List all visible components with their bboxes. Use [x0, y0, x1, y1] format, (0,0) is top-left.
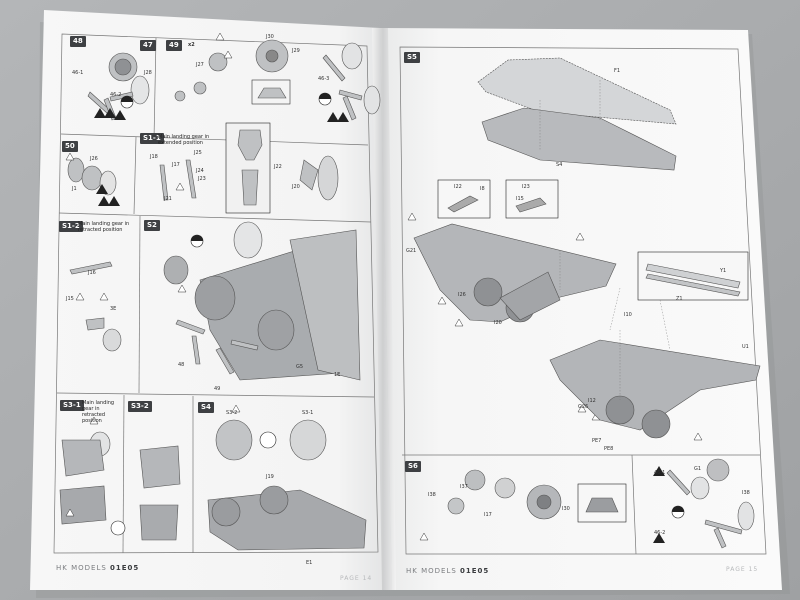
callout: J26: [90, 156, 98, 162]
step-50-tag: 50: [62, 141, 78, 152]
brand-name-left: HK MODELS: [56, 564, 107, 572]
callout: 46-1: [654, 470, 666, 476]
callout: J23: [198, 176, 206, 182]
callout: I15: [516, 196, 524, 202]
multiplier-label: x2: [188, 42, 195, 48]
callout: 49: [214, 386, 221, 392]
callout: J1: [72, 186, 77, 192]
roundel-markings-right: [671, 505, 685, 519]
callout: I38: [428, 492, 436, 498]
callout: I30: [562, 506, 570, 512]
callout: U1: [742, 344, 749, 350]
callout: S4: [556, 162, 563, 168]
callout: 46-1: [72, 70, 84, 76]
callout: J20: [292, 184, 300, 190]
callout: 3E: [110, 306, 117, 312]
callout: I20: [494, 320, 502, 326]
callout: PE7: [592, 438, 602, 444]
callout: I23: [522, 184, 530, 190]
callout: I22: [454, 184, 462, 190]
callout: J28: [144, 70, 152, 76]
brand-name-right: HK MODELS: [406, 567, 457, 575]
left-page-grid: [53, 33, 379, 554]
step-48-tag: 48: [70, 36, 86, 47]
step-s4-tag: S4: [198, 402, 214, 413]
callout: J25: [194, 150, 202, 156]
callout: J22: [274, 164, 282, 170]
callout: I26: [458, 292, 466, 298]
step-s5-tag: S5: [404, 52, 420, 63]
callout: I17: [484, 512, 492, 518]
callout: I10: [624, 312, 632, 318]
callout: 46-2: [110, 92, 122, 98]
step-s2-tag: S2: [144, 220, 160, 231]
step-s6-tag: S6: [405, 461, 421, 472]
callout: G21: [406, 248, 417, 254]
callout: J21: [164, 196, 172, 202]
step-s3-1-tag: S3-1: [60, 400, 84, 411]
callout: I12: [588, 398, 596, 404]
callout: Y1: [720, 268, 727, 274]
left-drawings: [59, 39, 381, 551]
callout: 48: [178, 362, 185, 368]
step-s1-2-tag: S1-2: [59, 221, 83, 232]
callout: PE8: [604, 446, 614, 452]
note-gear-extended: Main landing gear in extended position: [158, 134, 210, 146]
callout: 46-3: [318, 76, 330, 82]
callout: G26: [578, 404, 589, 410]
callout: J15: [66, 296, 74, 302]
brand-code-left: 01E05: [110, 564, 140, 572]
step-47-tag: 47: [140, 40, 156, 51]
roundel-markings-left: [120, 92, 332, 248]
step-s3-2-tag: S3-2: [128, 401, 152, 412]
callout: J17: [172, 162, 180, 168]
page-number-left: PAGE 14: [340, 575, 373, 582]
callout: F1: [614, 68, 621, 74]
note-gear-retracted-b: Main landing gear in retracted position: [82, 400, 115, 424]
callout: I38: [742, 490, 750, 496]
callout: G1: [694, 466, 702, 472]
callout: I37: [460, 484, 468, 490]
callout: E1: [306, 560, 313, 566]
step-s1-1-tag: S1-1: [140, 133, 164, 144]
right-page-grid: [399, 46, 767, 555]
callout: J18: [150, 154, 158, 160]
brand-right: HK MODELS 01E05: [406, 567, 489, 575]
callout: J19: [266, 474, 274, 480]
leader-lines: [539, 80, 671, 400]
callout: J24: [196, 168, 204, 174]
page-number-right: PAGE 15: [726, 566, 759, 573]
step-49-tag: 49: [166, 40, 182, 51]
callout: J30: [266, 34, 274, 40]
callout: G5: [296, 364, 304, 370]
note-gear-retracted: Main landing gear in retracted position: [78, 221, 130, 233]
callout: J27: [196, 62, 204, 68]
callout: I8: [480, 186, 485, 192]
callout: 46-2: [654, 530, 666, 536]
callout: J29: [292, 48, 300, 54]
callout: Z1: [676, 296, 683, 302]
triangle-markers: [94, 108, 665, 543]
callout: J16: [88, 270, 96, 276]
callout: S3-1: [302, 410, 314, 416]
right-drawings: [413, 57, 761, 549]
brand-left: HK MODELS 01E05: [56, 564, 139, 572]
brand-code-right: 01E05: [460, 567, 490, 575]
callout: S3-2: [226, 410, 238, 416]
callout: 1E: [334, 372, 341, 378]
right-page: [380, 28, 782, 590]
